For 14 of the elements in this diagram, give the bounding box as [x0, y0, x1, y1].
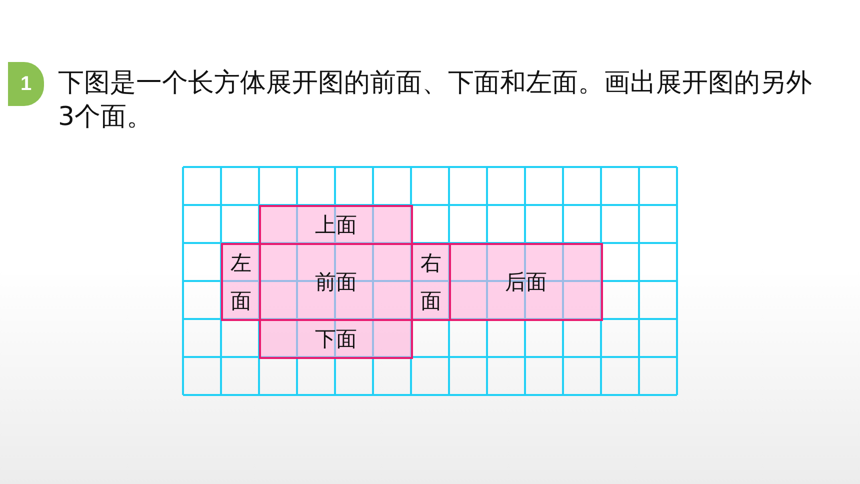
- face-label: 上面: [315, 212, 357, 239]
- face-label: 下面: [315, 326, 357, 353]
- face-rectangle: [259, 205, 413, 245]
- face-rectangle: [449, 243, 603, 321]
- face-rectangle: [259, 319, 413, 359]
- face-label: 右面: [420, 250, 442, 315]
- face-rectangle: [411, 243, 451, 321]
- number-badge: 1: [8, 62, 44, 106]
- face-label: 前面: [315, 269, 357, 296]
- face-rectangle: [221, 243, 261, 321]
- question-text: 下图是一个长方体展开图的前面、下面和左面。画出展开图的另外3个面。: [58, 67, 813, 134]
- face-rectangle: [259, 243, 413, 321]
- face-label: 左面: [230, 250, 252, 315]
- face-label: 后面: [505, 269, 547, 296]
